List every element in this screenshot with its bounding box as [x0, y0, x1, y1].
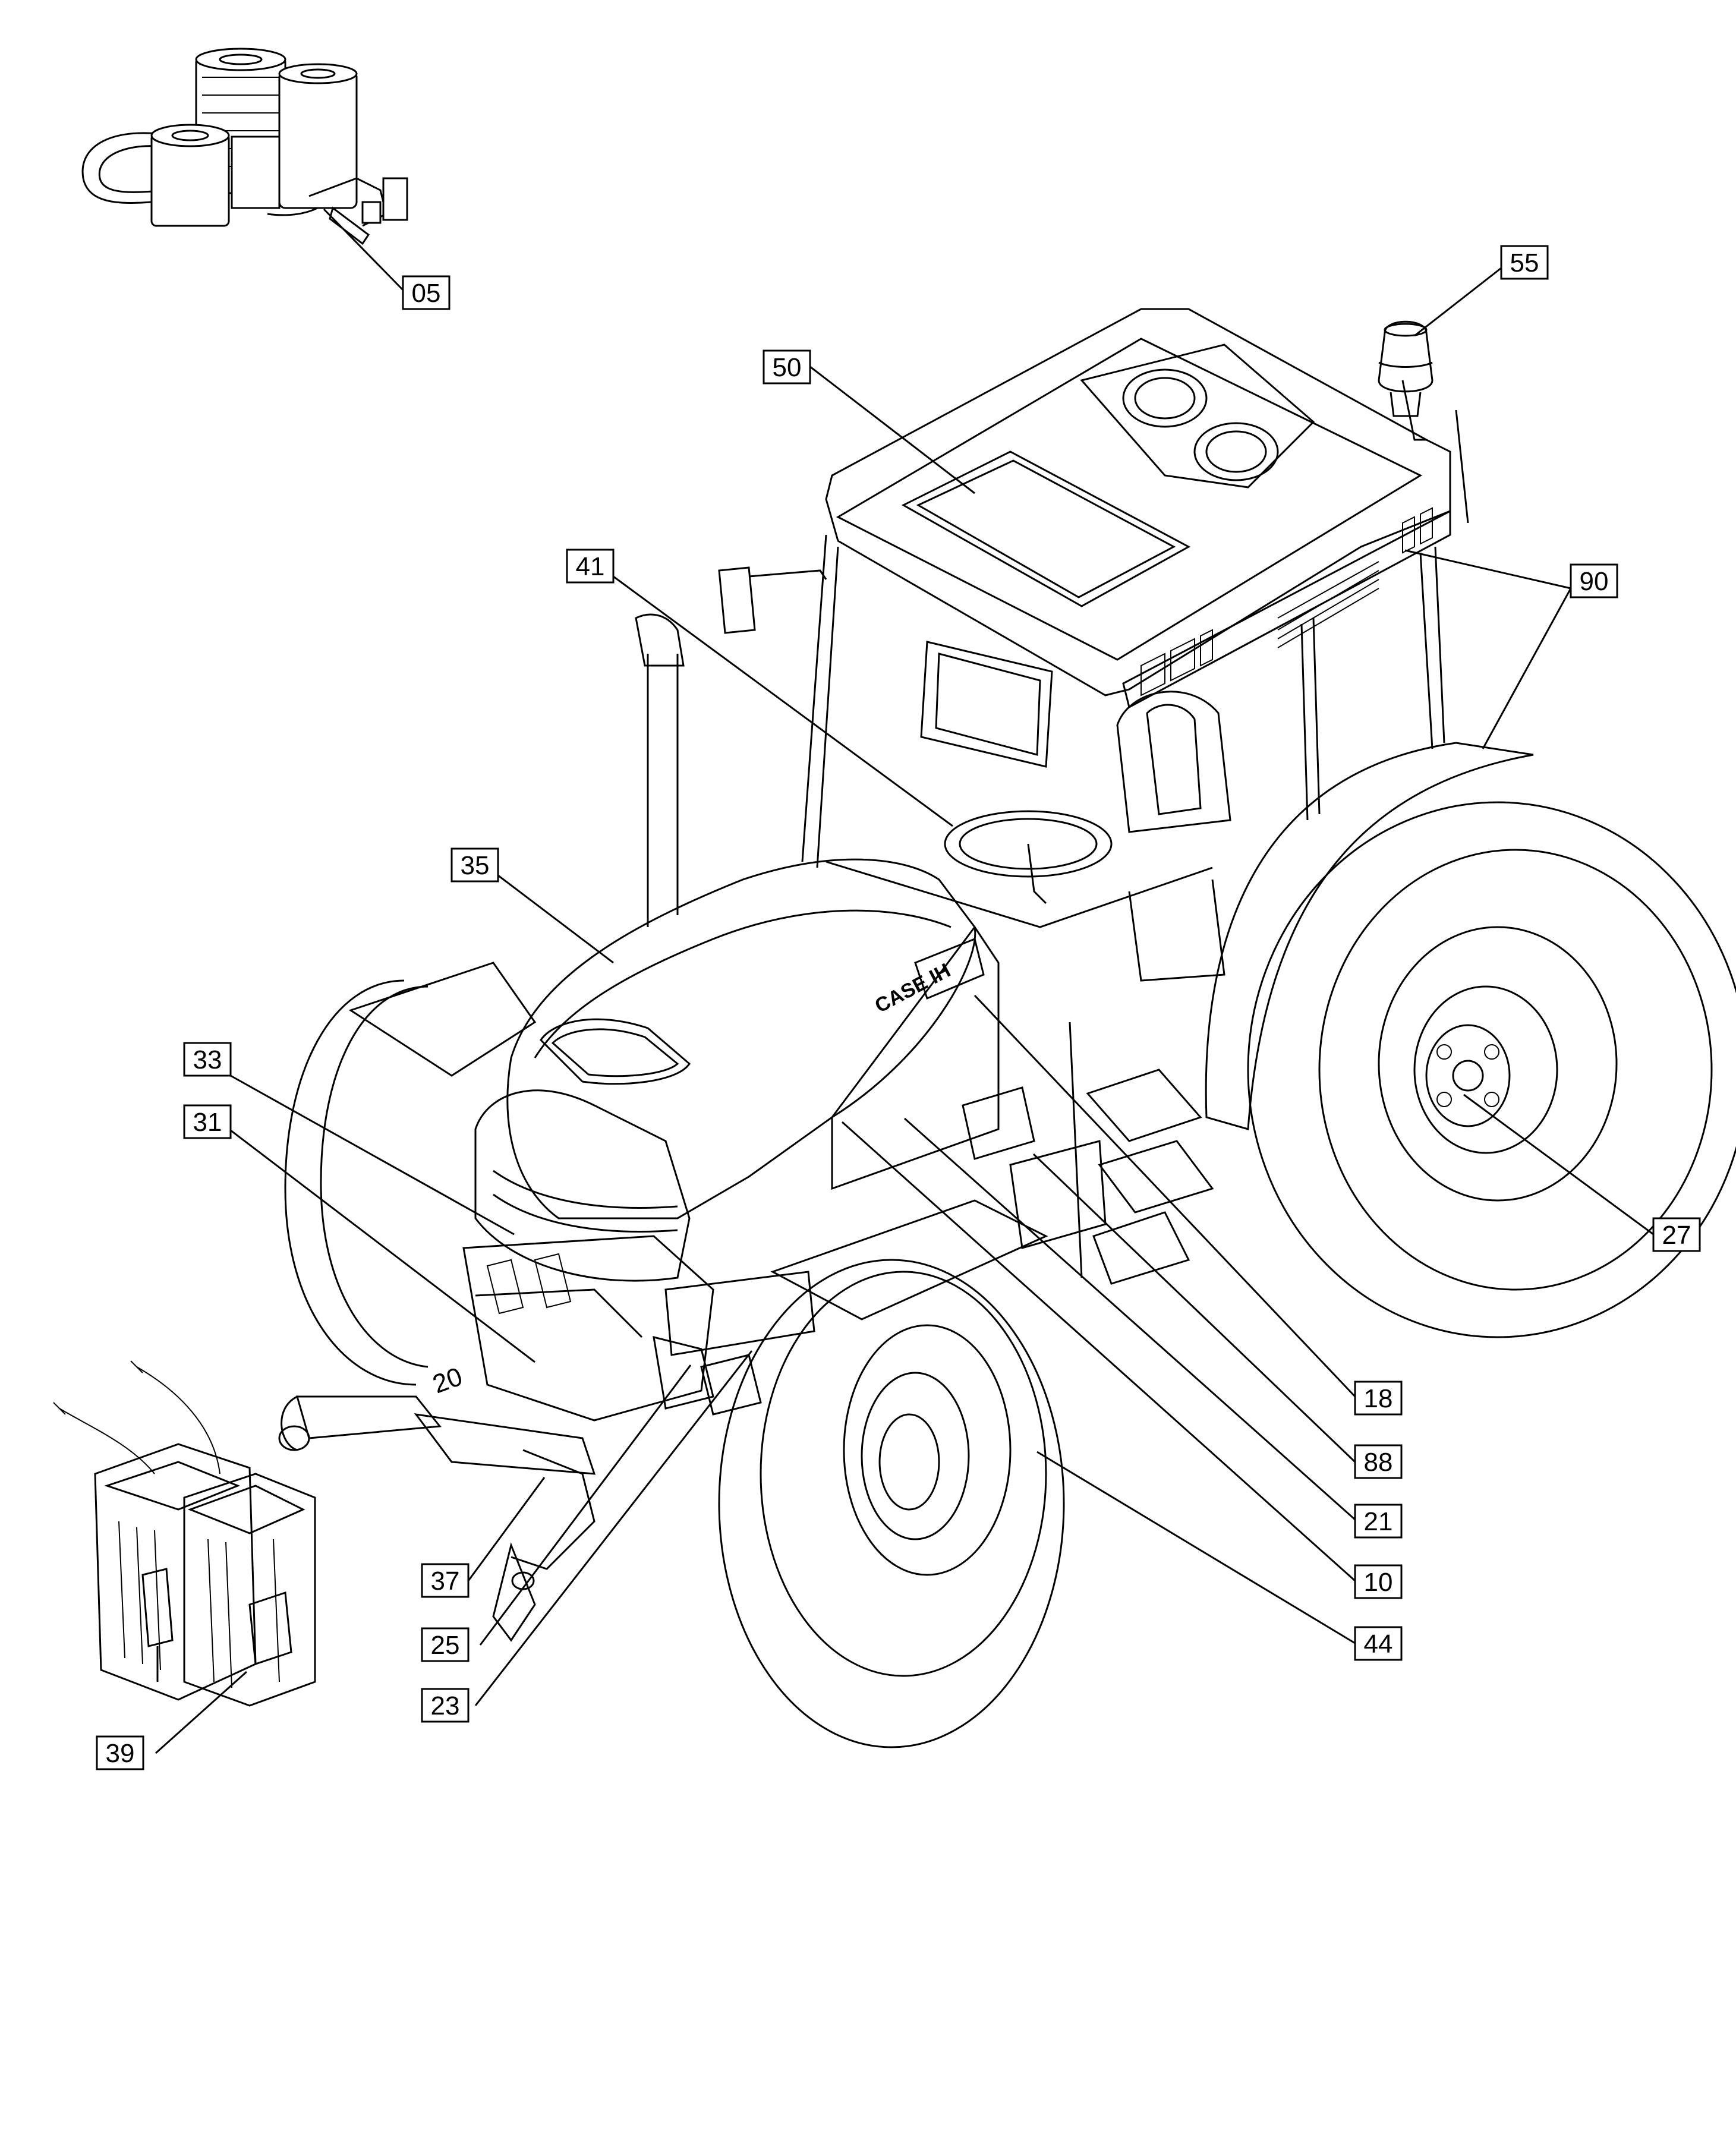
callout-23: 23	[421, 1688, 470, 1723]
svg-text:33: 33	[193, 1045, 222, 1074]
callout-39: 39	[96, 1735, 144, 1770]
beacon-light	[1378, 320, 1433, 417]
svg-text:31: 31	[193, 1108, 222, 1137]
svg-text:41: 41	[576, 552, 605, 581]
leader-lines	[155, 208, 1654, 1754]
hood	[474, 858, 1000, 1282]
svg-text:27: 27	[1662, 1221, 1691, 1250]
callout-18: 18	[1354, 1381, 1403, 1416]
rear-right-wheel	[1247, 801, 1736, 1338]
callout-33: 33	[183, 1042, 232, 1077]
callout-31: 31	[183, 1104, 232, 1139]
callout-25: 25	[421, 1627, 470, 1662]
callout-55: 55	[1500, 245, 1549, 280]
callout-35: 35	[450, 847, 499, 883]
callout-21: 21	[1354, 1504, 1403, 1539]
callout-44: 44	[1354, 1626, 1403, 1661]
cab-steps	[962, 1022, 1214, 1285]
callout-27: 27	[1652, 1217, 1701, 1252]
exhaust-stack	[635, 613, 685, 927]
callout-50: 50	[763, 349, 811, 385]
svg-text:88: 88	[1364, 1448, 1393, 1477]
callout-90: 90	[1570, 563, 1618, 598]
callout-41: 41	[566, 549, 615, 584]
svg-text:35: 35	[461, 851, 490, 880]
svg-text:50: 50	[773, 353, 802, 382]
svg-text:39: 39	[106, 1739, 135, 1768]
hitch-marking: 20	[429, 1362, 467, 1400]
callout-37: 37	[421, 1563, 470, 1598]
svg-text:37: 37	[431, 1567, 460, 1596]
front-axle-and-hitch	[278, 1235, 815, 1642]
svg-text:18: 18	[1364, 1384, 1393, 1413]
tractor-cab	[718, 308, 1534, 1130]
svg-text:05: 05	[412, 279, 441, 308]
svg-text:90: 90	[1580, 567, 1609, 596]
svg-text:25: 25	[431, 1631, 460, 1660]
svg-text:10: 10	[1364, 1568, 1393, 1597]
svg-text:55: 55	[1510, 248, 1539, 278]
svg-text:23: 23	[431, 1691, 460, 1720]
callout-05: 05	[402, 275, 450, 310]
filter-kit-illustration	[81, 48, 408, 245]
front-weights	[53, 1360, 316, 1707]
svg-text:21: 21	[1364, 1507, 1393, 1536]
svg-text:44: 44	[1364, 1630, 1393, 1659]
callout-10: 10	[1354, 1564, 1403, 1599]
front-left-wheel	[284, 962, 537, 1386]
front-right-wheel	[718, 1199, 1065, 1748]
callout-88: 88	[1354, 1444, 1403, 1479]
